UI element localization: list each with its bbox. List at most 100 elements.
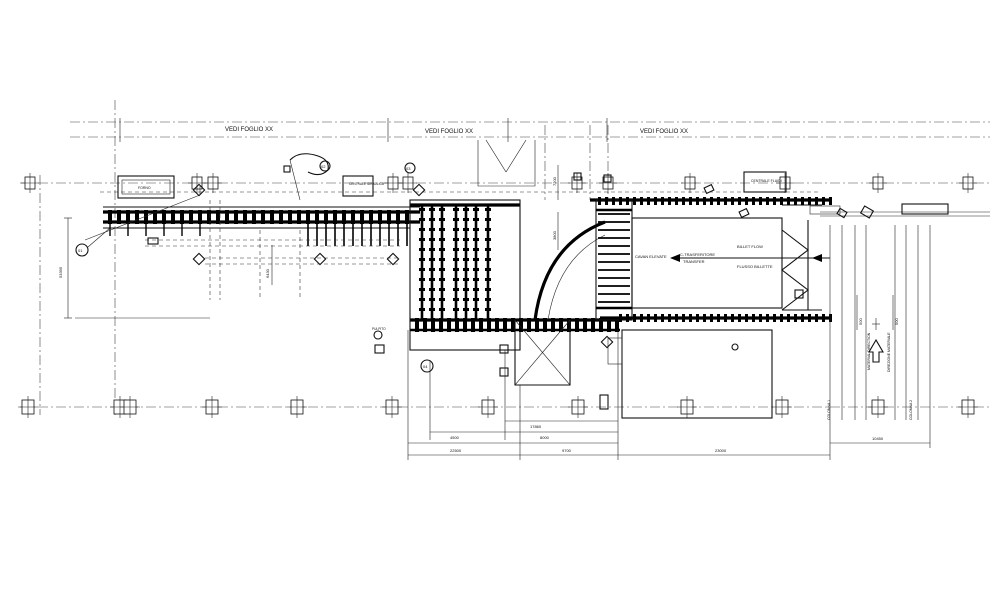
roller [180, 210, 184, 224]
bed-roller [439, 318, 443, 332]
callout-02 [319, 160, 331, 172]
frame-roller-bottom [773, 314, 776, 322]
frame-roller-top [647, 197, 650, 205]
chain-link [485, 228, 491, 231]
bed-roller [551, 318, 555, 332]
bed-roller [463, 318, 467, 332]
pulpito-label: PULPITO [372, 327, 386, 331]
dim-v-right-2: 500 [894, 318, 899, 325]
roller [405, 210, 409, 224]
callout-04-label: 04 [423, 364, 428, 369]
frame-roller-bottom [689, 314, 692, 322]
bed-roller [519, 318, 523, 332]
chain-link [439, 218, 445, 221]
chain-link [485, 218, 491, 221]
control-centre-2 [743, 171, 787, 193]
chain-link [473, 278, 479, 281]
chain-link [439, 248, 445, 251]
furnace-box [117, 175, 175, 199]
bed-roller [527, 318, 531, 332]
frame-roller-bottom [696, 314, 699, 322]
dim-h-10450: 10450 [872, 436, 884, 441]
transfer-label-1: C-TRASFERITORE [680, 252, 715, 257]
chain-link [429, 208, 435, 211]
chain-link [485, 298, 491, 301]
chain-link [419, 228, 425, 231]
dim-h-22500: 22500 [450, 448, 462, 453]
roller [324, 210, 328, 224]
frame-roller-bottom [731, 314, 734, 322]
frame-roller-top [710, 197, 713, 205]
frame-roller-bottom [738, 314, 741, 322]
frame-roller-top [731, 197, 734, 205]
chain-link [453, 288, 459, 291]
frame-roller-bottom [647, 314, 650, 322]
frame-roller-bottom [668, 314, 671, 322]
bed-roller [431, 318, 435, 332]
frame-roller-bottom [633, 314, 636, 322]
frame-roller-top [815, 197, 818, 205]
dim-h-4500: 4500 [450, 435, 460, 440]
roller [198, 210, 202, 224]
roller [306, 210, 310, 224]
cooling-bed [409, 199, 620, 351]
chain-link [429, 248, 435, 251]
frame-roller-top [829, 197, 832, 205]
rollers [108, 210, 409, 246]
chain-link [429, 218, 435, 221]
chain-link [419, 218, 425, 221]
chain-link [419, 208, 425, 211]
bed-roller [479, 318, 483, 332]
transfer-arc [533, 220, 606, 321]
roller [189, 210, 193, 224]
chain-link [439, 268, 445, 271]
direzione-materiale-label: DIREZIONE MATERIALE [887, 332, 891, 372]
frame-roller-top [598, 197, 601, 205]
frame-roller-top [626, 197, 629, 205]
bed-roller [487, 318, 491, 332]
bed-roller [495, 318, 499, 332]
frame-roller-top [738, 197, 741, 205]
sheet-ref-2: VEDI FOGLIO XX [425, 129, 473, 135]
colonna-1-label: COLONNA 1 [827, 400, 831, 420]
lower-building [514, 319, 773, 419]
frame-roller-top [801, 197, 804, 205]
frame-roller-bottom [640, 314, 643, 322]
roller [315, 210, 319, 224]
chain-link [485, 278, 491, 281]
chain-link [453, 238, 459, 241]
roller [279, 210, 283, 224]
roller [144, 210, 148, 224]
chain-link [439, 208, 445, 211]
control-centre-1-label: CENTRALE IDRAULICA [349, 182, 385, 186]
chain-link [419, 298, 425, 301]
roller [171, 210, 175, 224]
bed-roller [567, 318, 571, 332]
flow-label-2: FLUSSO BILLETTE [737, 264, 773, 269]
frame-roller-top [696, 197, 699, 205]
chain-link [473, 268, 479, 271]
frame-roller-top [619, 197, 622, 205]
hopper-triangle [477, 139, 536, 187]
roller [162, 210, 166, 224]
roller [234, 210, 238, 224]
chain-link [419, 248, 425, 251]
frame-roller-bottom [717, 314, 720, 322]
bed-roller [471, 318, 475, 332]
frame-roller-bottom [745, 314, 748, 322]
chain-link [429, 258, 435, 261]
chain-link [429, 298, 435, 301]
callout-03-label: 03 [406, 166, 411, 171]
bed-roller [559, 318, 563, 332]
chain-link [453, 248, 459, 251]
frame-hatch [598, 197, 832, 322]
chain-link [439, 298, 445, 301]
roller [351, 210, 355, 224]
chain-link [485, 268, 491, 271]
frame-roller-top [822, 197, 825, 205]
frame-roller-bottom [710, 314, 713, 322]
bed-roller [591, 318, 595, 332]
chain-link [429, 288, 435, 291]
dim-h-8000: 8000 [540, 435, 550, 440]
